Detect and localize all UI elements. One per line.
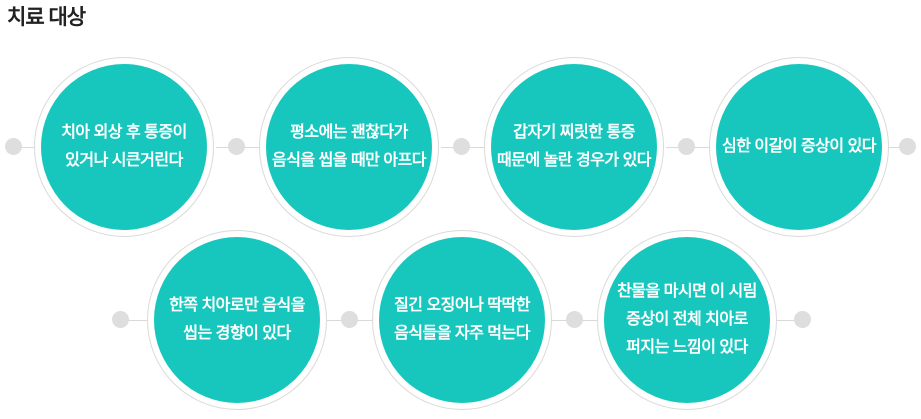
symptom-circle-fill: 찬물을 마시면 이 시림 증상이 전체 치아로 퍼지는 느낌이 있다 (604, 237, 770, 403)
symptom-circle-1: 치아 외상 후 통증이 있거나 시큰거린다 (34, 57, 214, 237)
page-title: 치료 대상 (7, 6, 86, 29)
symptom-circle-fill: 갑자기 찌릿한 통증 때문에 놀란 경우가 있다 (491, 64, 657, 230)
symptom-circle-fill: 심한 이갈이 증상이 있다 (716, 64, 882, 230)
symptom-circle-6: 질긴 오징어나 딱딱한 음식들을 자주 먹는다 (372, 230, 552, 410)
symptom-circle-fill: 질긴 오징어나 딱딱한 음식들을 자주 먹는다 (379, 237, 545, 403)
connector-dot (341, 311, 358, 328)
connector-line (12, 147, 34, 148)
connector-dot (112, 311, 129, 328)
symptom-text: 심한 이갈이 증상이 있다 (721, 138, 877, 155)
connector-dot (453, 138, 470, 155)
connector-dot (228, 138, 245, 155)
connector-line (777, 320, 803, 321)
symptom-circle-fill: 치아 외상 후 통증이 있거나 시큰거린다 (41, 64, 207, 230)
connector-line (121, 320, 147, 321)
symptom-circle-3: 갑자기 찌릿한 통증 때문에 놀란 경우가 있다 (484, 57, 664, 237)
symptom-text: 찬물을 마시면 이 시림 증상이 전체 치아로 퍼지는 느낌이 있다 (617, 283, 757, 356)
connector-dot (678, 138, 695, 155)
symptom-text: 한쪽 치아로만 음식을 씹는 경향이 있다 (169, 297, 305, 342)
symptom-circle-2: 평소에는 괜찮다가 음식을 씹을 때만 아프다 (259, 57, 439, 237)
connector-dot (5, 138, 22, 155)
symptom-text: 갑자기 찌릿한 통증 때문에 놀란 경우가 있다 (496, 124, 652, 169)
symptom-text: 치아 외상 후 통증이 있거나 시큰거린다 (61, 124, 187, 169)
symptom-text: 질긴 오징어나 딱딱한 음식들을 자주 먹는다 (394, 297, 530, 342)
connector-dot (794, 311, 811, 328)
symptom-circle-fill: 평소에는 괜찮다가 음식을 씹을 때만 아프다 (266, 64, 432, 230)
connector-dot (566, 311, 583, 328)
connector-dot (899, 138, 916, 155)
symptom-text: 평소에는 괜찮다가 음식을 씹을 때만 아프다 (271, 124, 427, 169)
symptom-circle-7: 찬물을 마시면 이 시림 증상이 전체 치아로 퍼지는 느낌이 있다 (597, 230, 777, 410)
symptom-circle-fill: 한쪽 치아로만 음식을 씹는 경향이 있다 (154, 237, 320, 403)
symptom-circle-5: 한쪽 치아로만 음식을 씹는 경향이 있다 (147, 230, 327, 410)
symptom-circle-4: 심한 이갈이 증상이 있다 (709, 57, 889, 237)
